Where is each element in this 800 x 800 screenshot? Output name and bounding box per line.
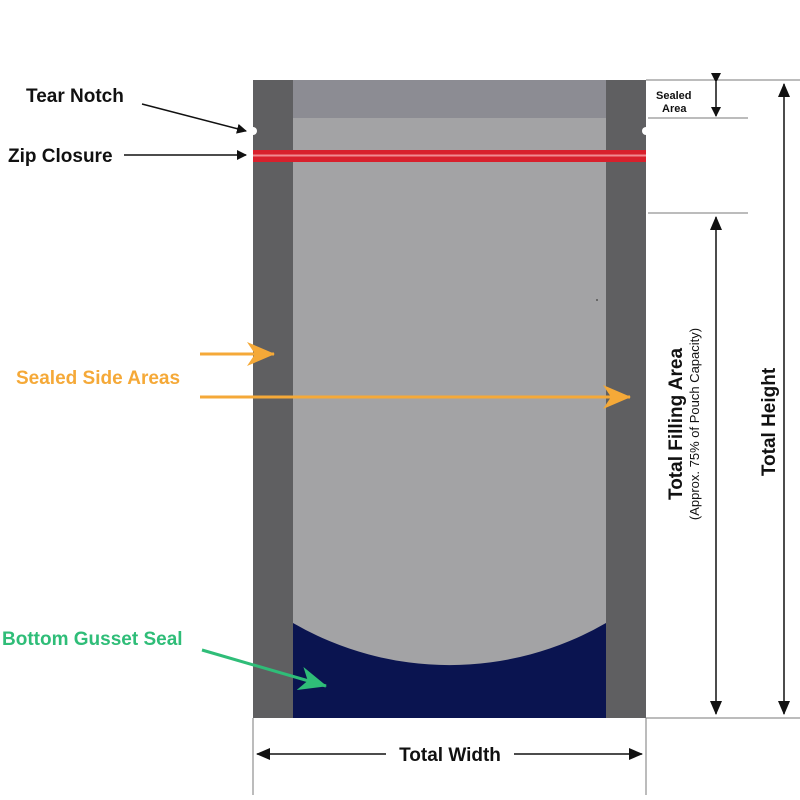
pouch-filling-body	[293, 118, 606, 718]
callout-arrows	[124, 103, 631, 690]
pouch-top-seal	[293, 80, 606, 120]
zip-closure-label: Zip Closure	[8, 146, 113, 167]
total-width-label: Total Width	[399, 745, 501, 766]
filling-area-note: (Approx. 75% of Pouch Capacity)	[687, 328, 702, 520]
tear-notch-label: Tear Notch	[26, 86, 124, 107]
labels: Tear Notch Zip Closure Sealed Side Areas…	[2, 86, 780, 766]
bottom-gusset-seal-label: Bottom Gusset Seal	[2, 629, 183, 650]
tear-notch-arrow	[141, 103, 247, 134]
bottom-gusset	[293, 623, 606, 718]
total-height-label: Total Height	[759, 367, 780, 476]
total-filling-area-label: Total Filling Area	[666, 348, 687, 500]
speck	[596, 299, 598, 301]
sealed-side-areas-label: Sealed Side Areas	[16, 368, 180, 389]
tear-notch-right	[642, 127, 650, 135]
sealed-area-label-line1: Sealed	[656, 90, 691, 102]
guide-lines	[252, 79, 800, 795]
dimension-arrows	[256, 73, 790, 760]
sealed-area-label-line2: Area	[662, 103, 687, 115]
bottom-gusset-arrow	[201, 648, 327, 690]
tear-notch-left	[249, 127, 257, 135]
pouch	[249, 80, 650, 718]
